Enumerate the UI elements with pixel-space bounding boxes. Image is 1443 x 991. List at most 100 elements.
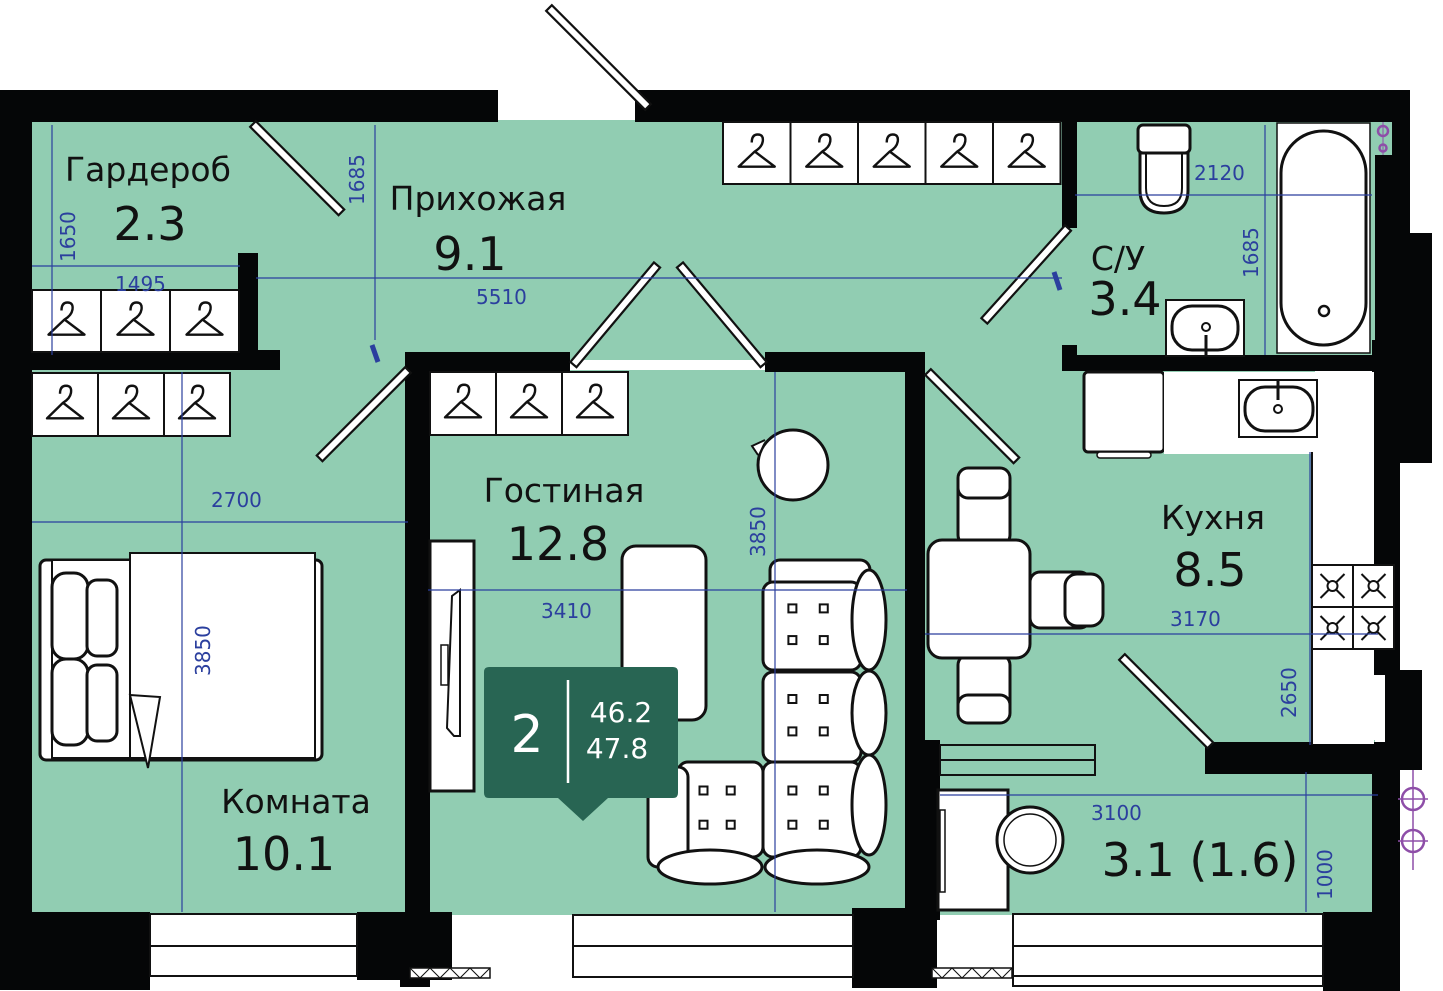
walls (0, 90, 1432, 991)
wall (1205, 742, 1390, 774)
wall (635, 90, 1410, 122)
dimension-label: 2650 (1277, 667, 1301, 718)
dimension-label: 3850 (746, 506, 770, 557)
door-bathroom-icon (979, 223, 1073, 326)
wall (1323, 912, 1400, 991)
bed-icon (38, 552, 324, 769)
burner-icon (1311, 606, 1354, 650)
window-balcony (1012, 913, 1324, 987)
wardrobe-units (31, 121, 1062, 437)
sofa-seat (761, 670, 863, 764)
wall (0, 90, 32, 990)
wall (0, 912, 150, 990)
badge-rooms-count: 2 (510, 705, 543, 765)
riser-icon (1398, 770, 1428, 870)
hanger-icon (722, 121, 792, 185)
hanger-icon (495, 371, 563, 436)
stove-icon (1311, 564, 1395, 650)
hanger-icon (924, 121, 994, 185)
dimension-label: 5510 (476, 285, 527, 309)
burner-icon (1352, 606, 1395, 650)
closet-bedroom (31, 372, 231, 437)
window-bedroom (149, 913, 358, 977)
apartment-badge: 2 46.2 47.8 (484, 667, 678, 821)
door-living-left-icon (568, 260, 662, 369)
badge-total-area: 47.8 (586, 732, 648, 765)
wall (765, 352, 925, 372)
wall (405, 352, 570, 372)
dining-table-icon (926, 466, 1105, 725)
entrance-door-icon (544, 3, 653, 112)
dimension-label: 1650 (56, 211, 80, 262)
room-area-wardrobe: 2.3 (113, 197, 186, 251)
hanger-icon (31, 372, 99, 437)
burner-icon (1352, 564, 1395, 608)
dimension-label: 1495 (115, 272, 166, 296)
hanger-icon (789, 121, 859, 185)
riser-icon (1375, 122, 1392, 155)
dimension-label: 3100 (1091, 801, 1142, 825)
door-bedroom-icon (315, 365, 413, 463)
sofa-seat (761, 580, 863, 672)
door-wardrobe-icon (248, 119, 346, 217)
room-name-living: Гостиная (484, 471, 645, 510)
balcony-chair-icon (995, 805, 1065, 875)
door-living-right-icon (675, 260, 769, 369)
room-name-wardrobe: Гардероб (65, 150, 231, 189)
closet-wardrobe (31, 289, 240, 353)
toilet-icon (1136, 123, 1192, 215)
wall (915, 740, 940, 920)
room-area-kitchen: 8.5 (1173, 543, 1246, 597)
closet-hallway (722, 121, 1062, 185)
wall (405, 352, 430, 917)
bathtub-icon (1276, 122, 1371, 354)
room-name-bedroom: Комната (221, 782, 371, 821)
hanger-icon (100, 289, 171, 353)
sofa-seat (761, 760, 863, 859)
radiator (931, 967, 1013, 979)
dimension-label: 1685 (1239, 227, 1263, 278)
windows (149, 913, 1324, 987)
wall (0, 90, 498, 122)
dimension-label: 3850 (191, 625, 215, 676)
room-name-kitchen: Кухня (1161, 498, 1265, 537)
sink-icon (1165, 299, 1245, 357)
window-living (572, 914, 854, 978)
dimension-label: 1000 (1313, 849, 1337, 900)
door-balcony-icon (1117, 652, 1215, 750)
badge-living-area: 46.2 (590, 696, 652, 729)
wall (30, 350, 280, 370)
dimension-label: 3410 (541, 599, 592, 623)
dimension-label: 1685 (345, 154, 369, 205)
balcony-desk-icon (936, 788, 1010, 912)
room-area-bedroom: 10.1 (233, 827, 335, 881)
dimension-label: 2700 (211, 488, 262, 512)
sofa-seat (676, 760, 765, 859)
door-kitchen-icon (923, 367, 1021, 465)
fridge-icon (1082, 370, 1166, 459)
hanger-icon (992, 121, 1062, 185)
hanger-icon (97, 372, 165, 437)
room-area-hallway: 9.1 (433, 227, 506, 281)
dimension-label: 2120 (1194, 161, 1245, 185)
room-name-bathroom: С/У (1091, 239, 1145, 278)
hanger-icon (857, 121, 927, 185)
room-area-balcony: 3.1 (1.6) (1102, 833, 1299, 887)
wall (852, 908, 937, 988)
hanger-icon (31, 289, 102, 353)
wall (1062, 120, 1077, 228)
radiator (409, 967, 491, 979)
wall (1062, 355, 1382, 371)
hanger-icon (163, 372, 231, 437)
hanger-icon (429, 371, 497, 436)
room-area-living: 12.8 (507, 517, 609, 571)
room-area-bathroom: 3.4 (1088, 272, 1161, 326)
closet-living (429, 371, 629, 436)
room-name-hallway: Прихожая (390, 179, 567, 218)
dimension-label: 3170 (1170, 607, 1221, 631)
kitchen-sink-icon (1238, 379, 1318, 438)
balcony-shelf (939, 744, 1096, 776)
dimension-lines (32, 125, 1378, 912)
sofa-icon (646, 558, 888, 886)
